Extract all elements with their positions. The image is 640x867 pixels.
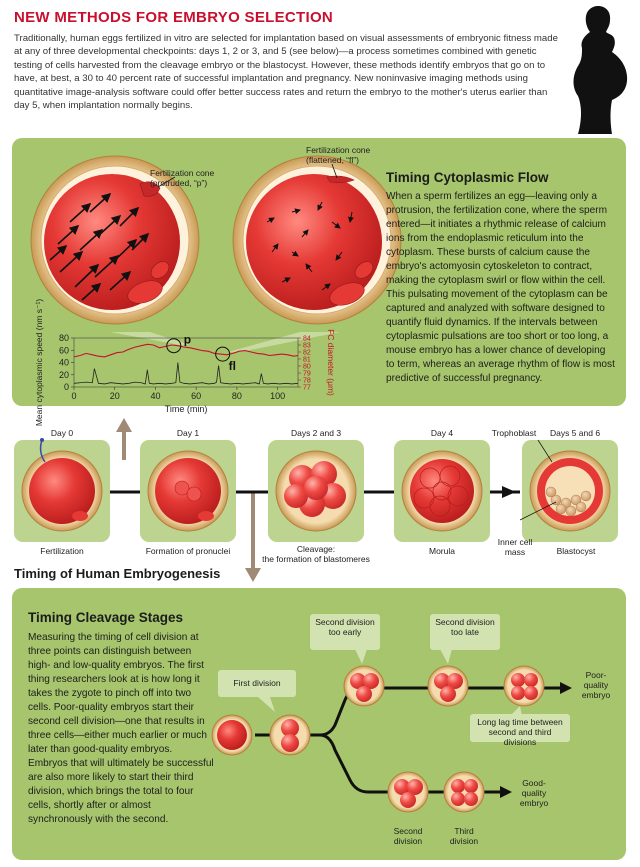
page-title: NEW METHODS FOR EMBRYO SELECTION [14, 9, 334, 26]
y2-tick-label: 84 [303, 336, 311, 343]
y2-tick-label: 78 [303, 378, 311, 385]
fc-diameter-series-line [73, 343, 299, 358]
x-tick-label: 40 [150, 391, 160, 401]
third-division-label: Third division [449, 826, 479, 846]
marker-fl-circle [215, 346, 231, 362]
pregnant-silhouette-icon [573, 6, 628, 134]
intro-paragraph: Traditionally, human eggs fertilized in … [14, 33, 558, 112]
zoom-wedges [110, 332, 340, 352]
day-label-2: Days 2 and 3 [290, 428, 342, 438]
caption-morula: Morula [429, 546, 455, 556]
flow-heading: Timing Cytoplasmic Flow [386, 170, 549, 185]
day-label-4: Days 5 and 6 [549, 428, 601, 438]
marker-p-circle [166, 338, 182, 354]
inner-mass-label: Inner cell mass [497, 537, 533, 557]
y2-tick-label: 82 [303, 350, 311, 357]
second-division-label: Second division [393, 826, 423, 846]
timeline-title: Timing of Human Embryogenesis [14, 566, 221, 581]
y2-tick-label: 79 [303, 371, 311, 378]
trophoblast-label: Trophoblast [491, 428, 537, 438]
x-axis-label: Time (min) [165, 404, 208, 414]
caption-cleavage: Cleavage: the formation of blastomeres [262, 544, 370, 564]
timeline-embryos [21, 438, 611, 532]
cleavage-body: Measuring the timing of cell division at… [28, 632, 214, 825]
y-tick-label: 20 [59, 370, 69, 380]
day-label-0: Day 0 [50, 428, 74, 438]
caption-blastocyst: Blastocyst [556, 546, 596, 556]
x-tick-label: 0 [71, 391, 76, 401]
marker-p-label: p [184, 333, 191, 347]
x-tick-label: 80 [232, 391, 242, 401]
x-tick-label: 100 [270, 391, 285, 401]
y2-tick-label: 80 [303, 364, 311, 371]
x-tick-label: 60 [191, 391, 201, 401]
flow-body: When a sperm fertilizes an egg—leaving o… [386, 191, 615, 384]
y2-axis-label: FC diameter (μm) [326, 329, 336, 396]
x-tick-label: 20 [110, 391, 120, 401]
y-tick-label: 0 [64, 382, 69, 392]
cleavage-heading: Timing Cleavage Stages [28, 610, 184, 625]
cone-flattened-label: Fertilization cone (flattened, “fl”) [306, 145, 371, 165]
embryo-protruded-cone [30, 155, 200, 325]
y-axis-label: Mean cytoplasmic speed (nm s⁻¹) [34, 299, 44, 426]
speed-series-line [73, 362, 299, 385]
y-tick-label: 60 [59, 345, 69, 355]
marker-fl-label: fl [229, 359, 236, 373]
day-label-1: Day 1 [176, 428, 200, 438]
poor-quality-label: Poor- quality embryo [581, 670, 611, 700]
caption-fertilization: Fertilization [40, 546, 84, 556]
second-late-bubble: Second division too late [430, 614, 500, 650]
y2-tick-label: 83 [303, 343, 311, 350]
good-quality-label: Good- quality embryo [519, 778, 549, 808]
y2-tick-label: 77 [303, 385, 311, 392]
y-tick-label: 80 [59, 333, 69, 343]
long-lag-bubble: Long lag time between second and third d… [470, 714, 570, 747]
first-division-bubble: First division [218, 670, 296, 697]
y-tick-label: 40 [59, 358, 69, 368]
caption-pronuclei: Formation of pronuclei [145, 546, 231, 556]
day-label-3: Day 4 [430, 428, 454, 438]
embryo-flattened-cone [232, 155, 402, 325]
cone-protruded-label: Fertilization cone (protruded, “p”) [150, 168, 215, 188]
y2-tick-label: 81 [303, 357, 311, 364]
second-early-bubble: Second division too early [310, 614, 380, 650]
